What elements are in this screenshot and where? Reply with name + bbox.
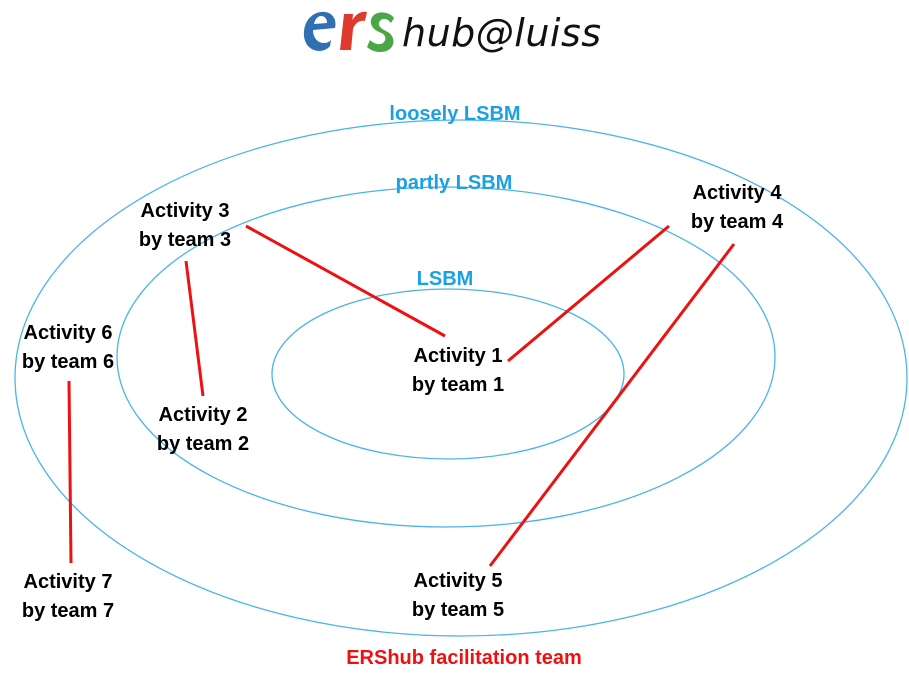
ershub-logo: hub@luiss <box>300 6 602 56</box>
activity-team: by team 6 <box>21 351 115 373</box>
activity-team: by team 2 <box>156 433 250 455</box>
activity-team: by team 7 <box>21 600 115 622</box>
activity-node-3: Activity 3 by team 3 <box>139 197 231 255</box>
activity-node-7: Activity 7 by team 7 <box>22 568 114 626</box>
activity-title: Activity 1 <box>413 345 503 367</box>
inner-ring <box>271 288 625 460</box>
activity-node-2: Activity 2 by team 2 <box>157 401 249 459</box>
activity-node-5: Activity 5 by team 5 <box>412 567 504 625</box>
connector-a3-a2 <box>184 260 205 397</box>
connector-a4-a5 <box>488 243 736 567</box>
connector-a4-a1 <box>507 224 670 363</box>
logo-letter-s <box>367 12 394 53</box>
activity-title: Activity 4 <box>692 182 782 204</box>
activity-title: Activity 6 <box>23 322 113 344</box>
logo-text: hub@luiss <box>402 11 602 55</box>
activity-node-4: Activity 4 by team 4 <box>691 179 783 237</box>
facilitation-team-label: ERShub facilitation team <box>346 647 582 669</box>
activity-title: Activity 5 <box>413 570 503 592</box>
activity-team: by team 1 <box>411 374 505 396</box>
ring-label-inner: LSBM <box>416 268 474 290</box>
ers-logo-mark <box>303 11 394 53</box>
activity-title: Activity 7 <box>23 571 113 593</box>
logo-letter-e <box>303 11 336 51</box>
activity-node-1: Activity 1 by team 1 <box>412 342 504 400</box>
activity-team: by team 3 <box>138 229 232 251</box>
activity-node-6: Activity 6 by team 6 <box>22 319 114 377</box>
activity-title: Activity 2 <box>158 404 248 426</box>
connector-a6-a7 <box>67 380 73 564</box>
outer-ring <box>14 119 908 637</box>
logo-letter-r <box>340 11 367 50</box>
ring-label-outer: loosely LSBM <box>389 103 521 125</box>
middle-ring <box>116 186 776 528</box>
connector-a3-a1 <box>245 224 446 338</box>
activity-title: Activity 3 <box>140 200 230 222</box>
activity-team: by team 4 <box>690 211 784 233</box>
activity-team: by team 5 <box>411 599 505 621</box>
ring-label-middle: partly LSBM <box>395 172 513 194</box>
